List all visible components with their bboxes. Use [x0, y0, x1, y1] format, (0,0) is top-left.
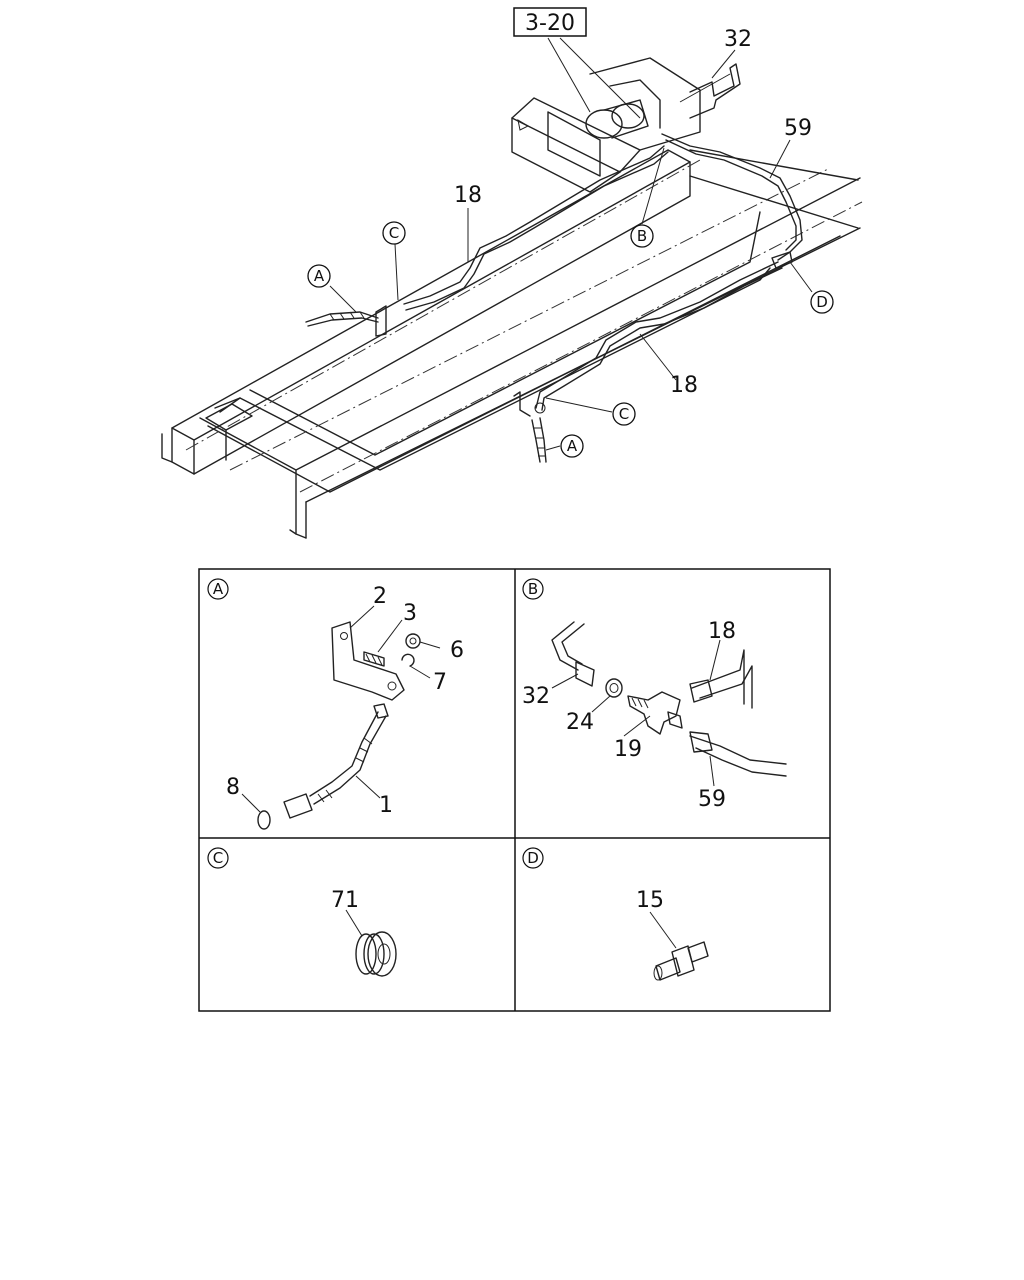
- detail-panels-grid: [198, 568, 831, 1012]
- part-label-15: 15: [636, 888, 664, 913]
- callout-d-top[interactable]: D: [810, 290, 834, 314]
- callout-letter: A: [567, 437, 578, 455]
- svg-text:B: B: [528, 580, 538, 598]
- svg-text:D: D: [527, 849, 539, 867]
- detail-panel-a[interactable]: A 2 3 6 7 8 1: [207, 578, 464, 830]
- part-label-18-right[interactable]: 18: [670, 373, 698, 398]
- svg-text:A: A: [213, 580, 224, 598]
- callout-letter: C: [389, 224, 399, 242]
- part-label-1: 1: [379, 793, 393, 818]
- callout-letter: D: [816, 293, 828, 311]
- part-label-18: 18: [708, 619, 736, 644]
- callout-b-top[interactable]: B: [630, 224, 654, 248]
- detail-panel-c[interactable]: C 71: [207, 847, 397, 977]
- callout-letter: A: [314, 267, 325, 285]
- reference-box[interactable]: 3-20: [513, 7, 587, 37]
- callout-c-bottom[interactable]: C: [612, 402, 636, 426]
- svg-text:C: C: [213, 849, 223, 867]
- chassis-frame-drawing: [161, 57, 863, 539]
- leader-lines: [329, 37, 813, 451]
- panel-c-letter-badge: C: [207, 847, 229, 869]
- part-label-32: 32: [522, 684, 550, 709]
- panel-d-letter-badge: D: [522, 847, 544, 869]
- part-label-71: 71: [331, 888, 359, 913]
- part-label-7: 7: [433, 670, 447, 695]
- part-label-32-main[interactable]: 32: [724, 27, 752, 52]
- part-label-6: 6: [450, 638, 464, 663]
- reference-box-label: 3-20: [525, 11, 575, 36]
- detail-panel-d[interactable]: D 15: [522, 847, 709, 981]
- panel-a-letter-badge: A: [207, 578, 229, 600]
- part-label-18-left[interactable]: 18: [454, 183, 482, 208]
- brake-pipe-routing: [305, 133, 803, 463]
- callout-letter: B: [637, 227, 647, 245]
- part-label-19: 19: [614, 737, 642, 762]
- callout-a-top[interactable]: A: [307, 264, 331, 288]
- detail-panel-b[interactable]: B 18 32 24 19 59: [522, 578, 787, 812]
- part-label-8: 8: [226, 775, 240, 800]
- panel-b-letter-badge: B: [522, 578, 544, 600]
- part-label-59: 59: [698, 787, 726, 812]
- part-label-3: 3: [403, 601, 417, 626]
- part-label-59-main[interactable]: 59: [784, 116, 812, 141]
- callout-letter: C: [619, 405, 629, 423]
- part-label-2: 2: [373, 584, 387, 609]
- part-label-24: 24: [566, 710, 594, 735]
- callout-c-top[interactable]: C: [382, 221, 406, 245]
- callout-a-bottom[interactable]: A: [560, 434, 584, 458]
